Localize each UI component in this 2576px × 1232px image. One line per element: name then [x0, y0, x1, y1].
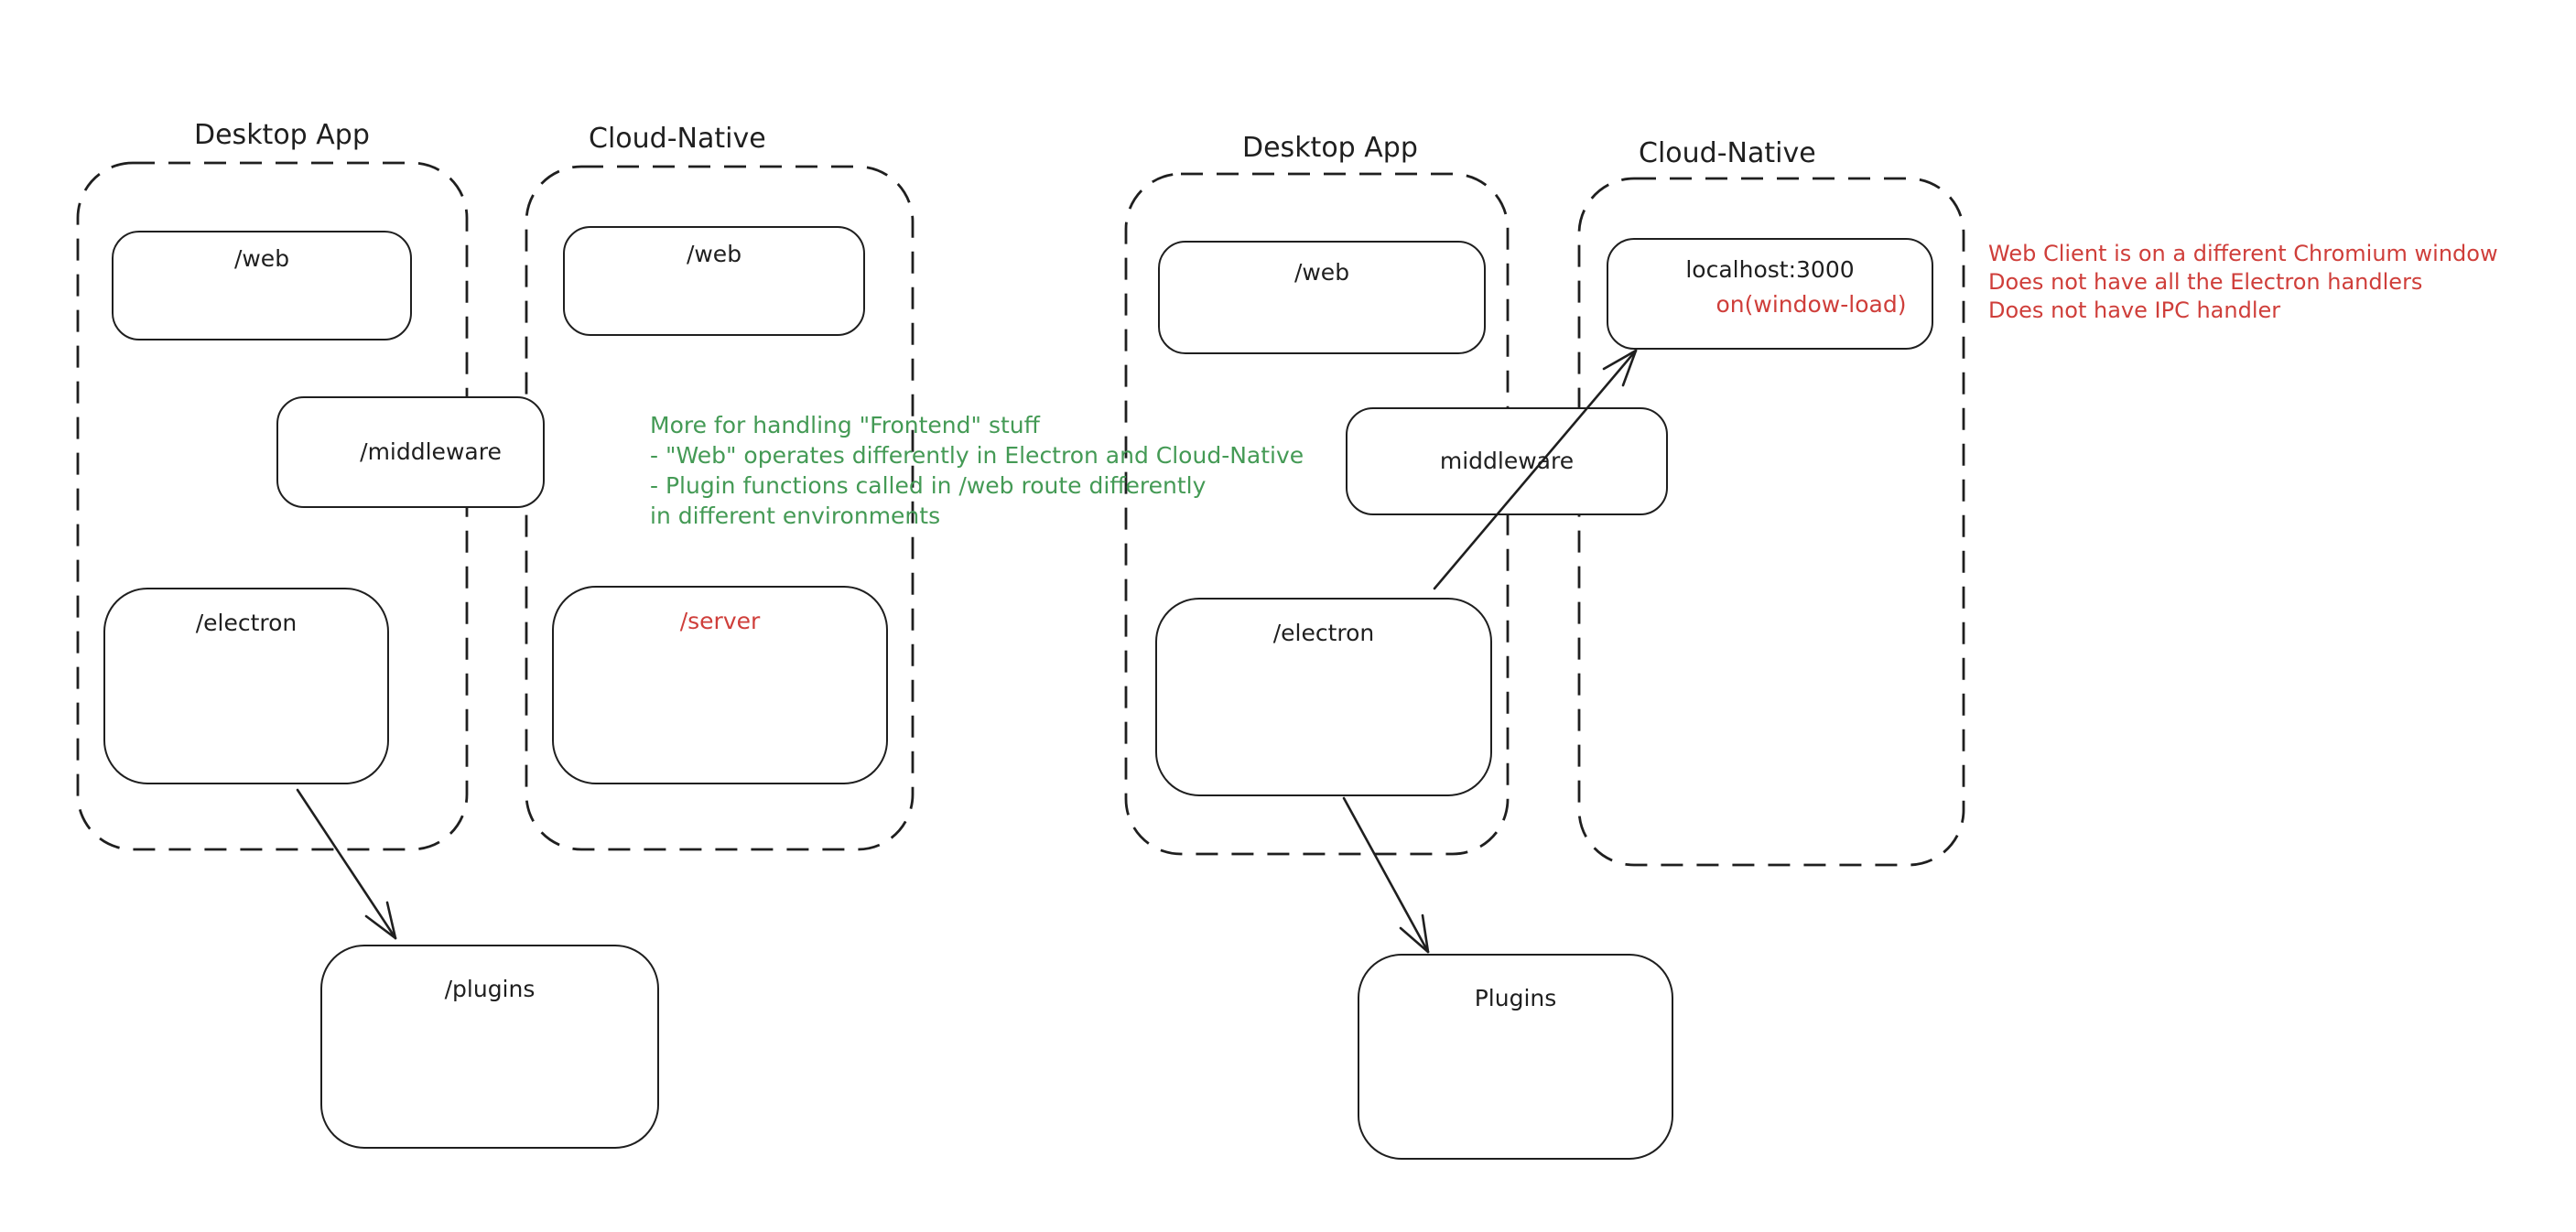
green-note[interactable]: More for handling "Frontend" stuff - "We…: [650, 410, 1304, 531]
red-note-line: Web Client is on a different Chromium wi…: [1988, 241, 2498, 266]
box-plugins-right-label: Plugins: [1474, 985, 1557, 1011]
box-web-desktop-right[interactable]: /web: [1158, 241, 1486, 354]
box-middleware-right-label: middleware: [1439, 448, 1575, 474]
green-note-line: - "Web" operates differently in Electron…: [650, 442, 1304, 469]
green-note-line: More for handling "Frontend" stuff: [650, 412, 1040, 438]
box-middleware-left-label: /middleware: [360, 438, 502, 465]
box-electron-left[interactable]: /electron: [103, 588, 389, 784]
arrow-head: [1421, 913, 1430, 954]
title-cloud-native-right[interactable]: Cloud-Native: [1639, 137, 1816, 169]
box-middleware-right[interactable]: middleware: [1346, 407, 1668, 515]
title-desktop-app-right[interactable]: Desktop App: [1242, 132, 1418, 164]
arrow-head: [385, 901, 397, 940]
arrow-head: [1621, 349, 1638, 387]
box-electron-right-label: /electron: [1272, 620, 1375, 646]
arrow-shaft: [296, 788, 397, 940]
box-plugins-left-label: /plugins: [444, 976, 536, 1002]
box-web-desktop-right-label: /web: [1293, 259, 1350, 286]
arrow-head: [364, 914, 397, 940]
box-plugins-left[interactable]: /plugins: [320, 945, 659, 1149]
title-cloud-native-left[interactable]: Cloud-Native: [589, 123, 766, 155]
green-note-line: in different environments: [650, 503, 941, 529]
box-web-cloud-left-label: /web: [686, 241, 742, 267]
arrow-electron-to-plugins-left[interactable]: [296, 788, 397, 940]
box-web-cloud-left[interactable]: /web: [563, 226, 865, 336]
title-desktop-app-left[interactable]: Desktop App: [194, 119, 370, 151]
arrow-head: [1602, 349, 1638, 371]
red-note[interactable]: Web Client is on a different Chromium wi…: [1988, 240, 2498, 325]
box-localhost-3000[interactable]: localhost:3000 on(window-load): [1607, 238, 1933, 350]
box-web-desktop-left[interactable]: /web: [112, 231, 412, 340]
on-window-load-label: on(window-load): [1716, 291, 1907, 318]
green-note-line: - Plugin functions called in /web route …: [650, 472, 1207, 499]
box-plugins-right[interactable]: Plugins: [1358, 954, 1673, 1160]
arrow-electron-to-plugins-right[interactable]: [1342, 796, 1430, 954]
red-note-line: Does not have all the Electron handlers: [1988, 269, 2423, 295]
box-localhost-3000-label: localhost:3000: [1685, 256, 1855, 283]
box-middleware-left[interactable]: /middleware: [276, 396, 545, 508]
arrow-shaft: [1342, 796, 1430, 954]
box-web-desktop-left-label: /web: [233, 245, 290, 272]
arrow-head: [1399, 926, 1430, 954]
red-note-line: Does not have IPC handler: [1988, 297, 2281, 323]
box-server[interactable]: /server: [552, 586, 888, 784]
box-server-label: /server: [679, 608, 761, 634]
box-electron-right[interactable]: /electron: [1155, 598, 1492, 796]
box-electron-left-label: /electron: [195, 610, 298, 636]
